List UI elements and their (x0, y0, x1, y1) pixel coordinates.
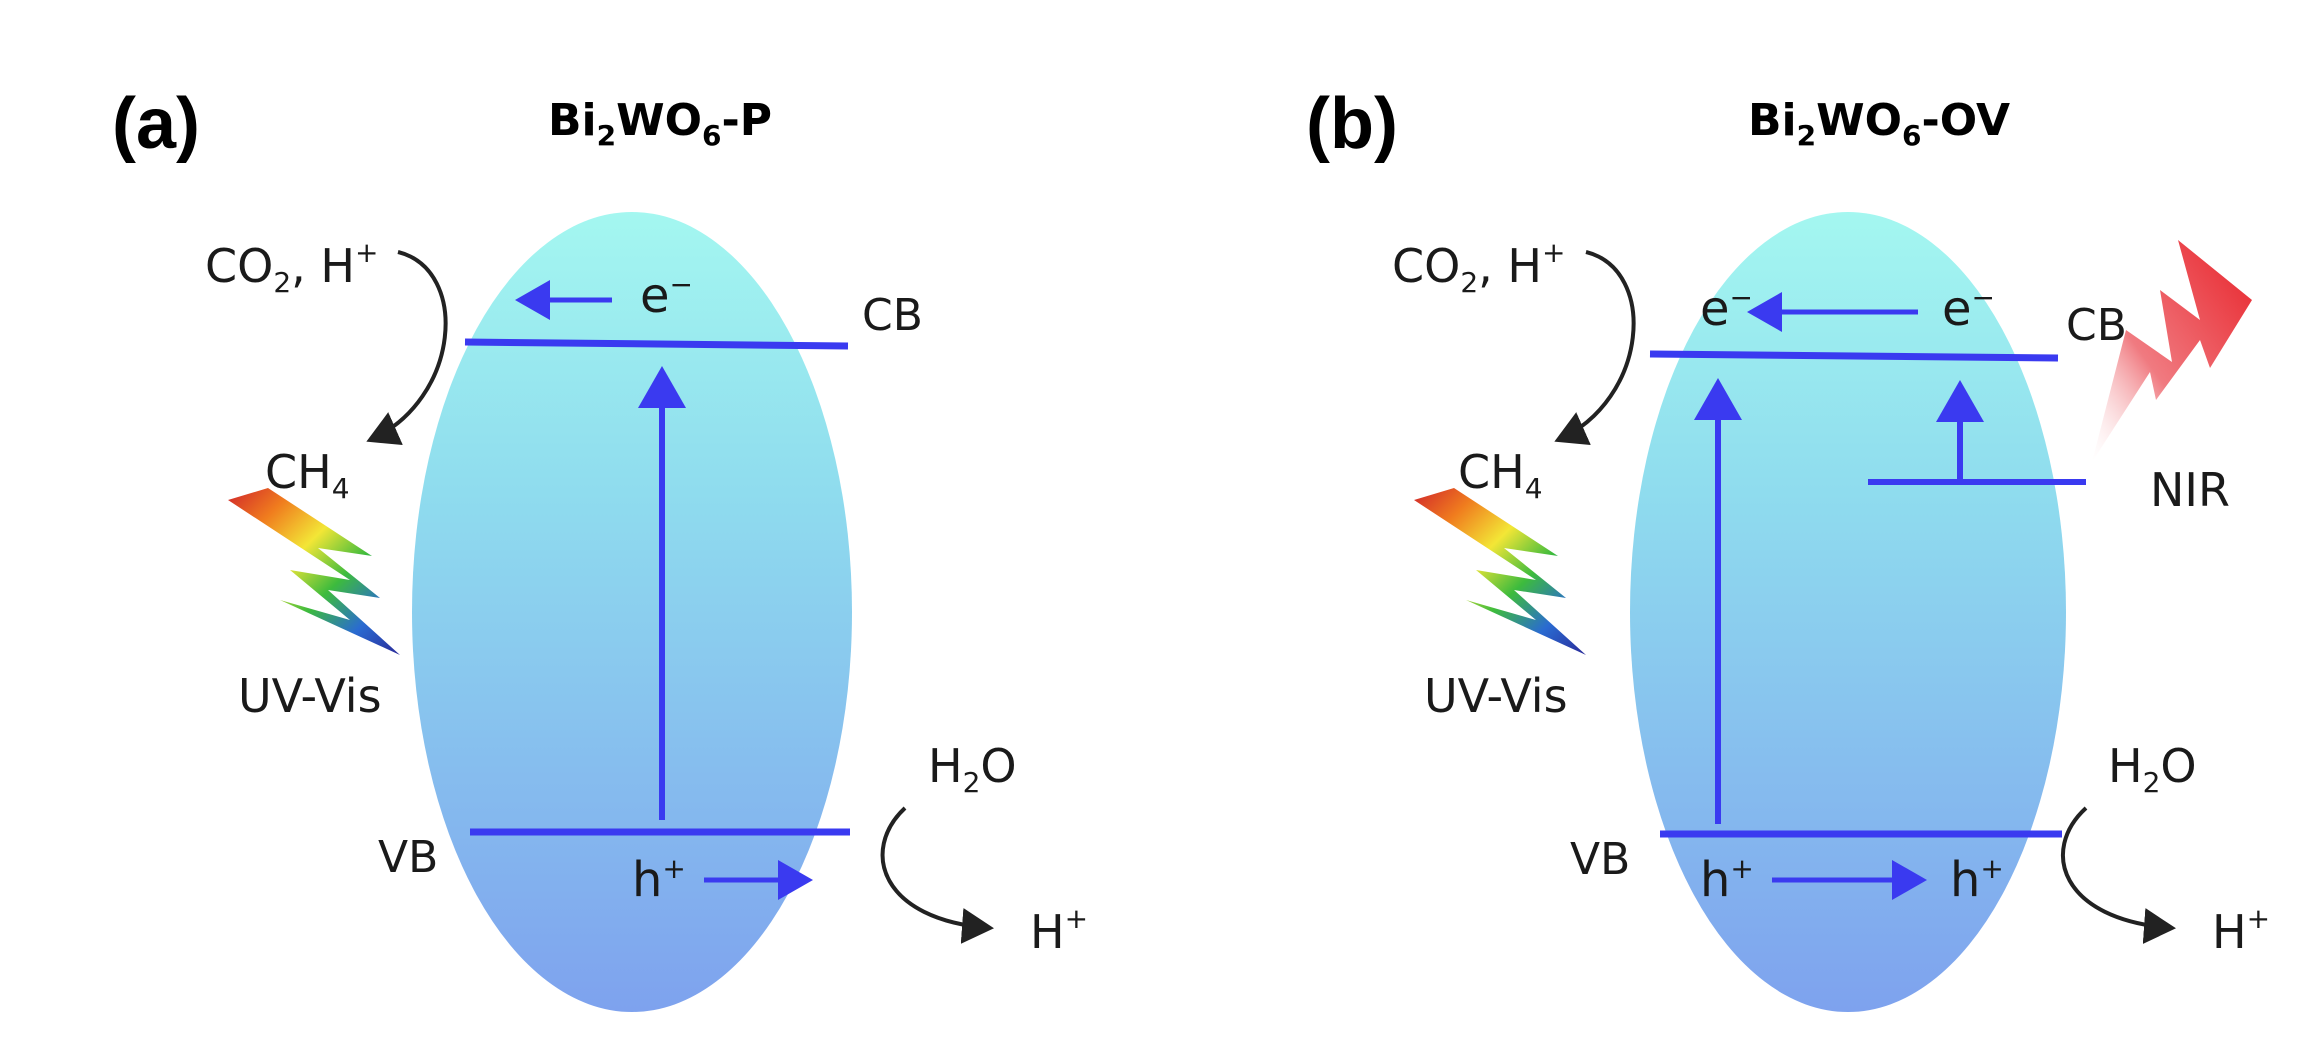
co2-label-a: CO2, H+ (205, 236, 378, 299)
cb-label-b: CB (2066, 300, 2127, 351)
hole-a: h+ (632, 852, 686, 908)
panel-b-label: (b) (1306, 84, 1398, 164)
co2-label-b: CO2, H+ (1392, 236, 1565, 299)
conduction-band-line-b (1649, 350, 2059, 362)
cb-label-a: CB (862, 290, 923, 341)
semiconductor-ellipse-b (1630, 212, 2066, 1012)
panel-b: (b) Bi2WO6-OV CB VB e− e− h+ h+ CO2, H+ … (1306, 84, 2270, 1012)
h-plus-label-b: H+ (2212, 902, 2270, 959)
h-plus-label-a: H+ (1030, 902, 1088, 959)
hole-b-left: h+ (1700, 852, 1754, 908)
hole-b-right: h+ (1950, 852, 2004, 908)
electron-b-right: e− (1942, 281, 1995, 337)
electron-b-left: e− (1700, 281, 1753, 337)
uv-vis-light-icon-a (228, 488, 400, 655)
h2o-label-b: H2O (2108, 739, 2197, 799)
co2-reduction-arrow-a (366, 250, 448, 446)
uv-vis-label-b: UV-Vis (1424, 669, 1568, 723)
panel-b-title: Bi2WO6-OV (1748, 95, 2010, 152)
co2-reduction-arrow-b (1554, 250, 1636, 446)
nir-light-icon-b (2092, 240, 2252, 462)
panel-a-title: Bi2WO6-P (548, 95, 772, 152)
ch4-label-b: CH4 (1458, 445, 1543, 505)
panel-a: (a) Bi2WO6-P CB VB e− h+ CO2, H+ CH4 UV-… (112, 84, 1088, 1012)
vb-label-b: VB (1570, 834, 1630, 885)
semiconductor-ellipse-a (412, 212, 852, 1012)
ch4-label-a: CH4 (265, 445, 350, 505)
water-oxidation-arrow-b (2061, 806, 2176, 944)
electron-a: e− (640, 268, 693, 324)
nir-label-b: NIR (2150, 463, 2230, 517)
panel-a-label: (a) (112, 84, 200, 164)
uv-vis-label-a: UV-Vis (238, 669, 382, 723)
h2o-label-a: H2O (928, 739, 1017, 799)
water-oxidation-arrow-a (880, 806, 994, 944)
uv-vis-light-icon-b (1414, 488, 1586, 655)
vb-label-a: VB (378, 832, 438, 883)
conduction-band-line-a (464, 338, 849, 350)
